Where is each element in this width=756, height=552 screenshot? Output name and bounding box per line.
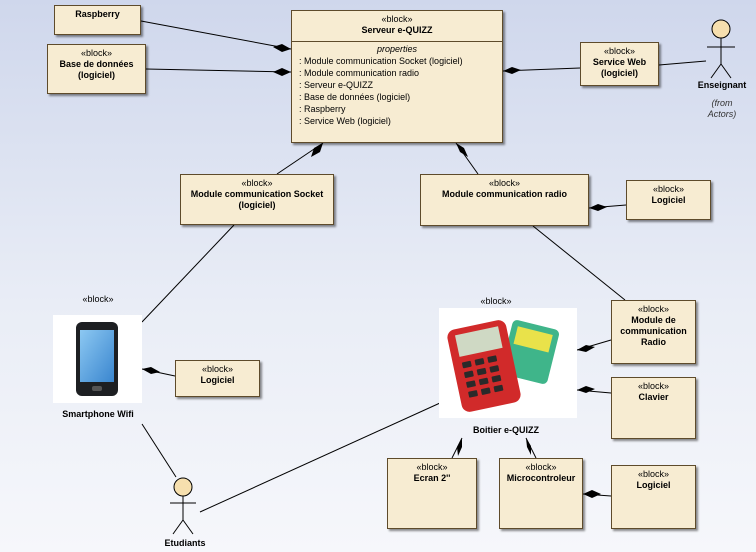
block-ecran[interactable]: «block» Ecran 2'' xyxy=(387,458,477,529)
block-socket[interactable]: «block» Module communication Socket (log… xyxy=(180,174,334,225)
block-serveur-name: Serveur e-QUIZZ xyxy=(361,25,433,35)
block-stereotype: «block» xyxy=(80,48,113,58)
diamond-smartphone-logiciel xyxy=(142,367,160,374)
diamond-logiciel-radio xyxy=(589,204,607,211)
quiz-remote-icon xyxy=(439,308,577,418)
block-microcontroleur-name: Microcontroleur xyxy=(506,473,576,483)
diamond-clavier xyxy=(577,386,595,393)
block-stereotype: «block» xyxy=(381,14,413,24)
block-database[interactable]: «block» Base de données (logiciel) xyxy=(47,44,146,94)
diamond-ecran xyxy=(457,438,462,456)
actor-icon xyxy=(170,477,196,535)
block-service-web[interactable]: «block» Service Web (logiciel) xyxy=(580,42,659,86)
diamond-moduleradio xyxy=(577,345,595,352)
block-serveur[interactable]: «block» Serveur e-QUIZZ properties : Mod… xyxy=(291,10,503,143)
diamond-database xyxy=(273,68,291,76)
link-smartphone-etudiants xyxy=(141,423,177,478)
boitier-label: Boitier e-QUIZZ xyxy=(472,425,539,435)
block-logiciel-name: Logiciel xyxy=(636,480,671,490)
block-service-web-name: Service Web (logiciel) xyxy=(592,57,647,78)
actor-enseignant-label: Enseignant xyxy=(697,80,747,90)
block-stereotype: «block» xyxy=(488,178,521,188)
block-stereotype: «block» xyxy=(637,381,670,391)
smartphone-icon xyxy=(53,315,142,403)
block-stereotype: «block» xyxy=(201,364,234,374)
actor-icon xyxy=(707,19,735,79)
diamond-micro-logiciel xyxy=(583,490,601,498)
diamond-raspberry xyxy=(273,44,291,52)
block-logiciel-name: Logiciel xyxy=(651,195,686,205)
block-raspberry-name: Raspberry xyxy=(75,9,120,19)
block-clavier-name: Clavier xyxy=(638,392,669,402)
block-stereotype: «block» xyxy=(525,462,557,472)
diamond-serviceweb xyxy=(503,67,521,74)
properties-title: properties xyxy=(376,44,418,54)
block-stereotype: «block» xyxy=(637,304,670,314)
block-database-name: Base de données (logiciel) xyxy=(59,59,134,80)
smartphone-label: Smartphone Wifi xyxy=(62,409,134,419)
diamond-socket xyxy=(311,143,323,157)
block-stereotype: «block» xyxy=(652,184,685,194)
block-microcontroleur[interactable]: «block» Microcontroleur xyxy=(499,458,583,529)
actor-enseignant-note: (from Actors) xyxy=(707,98,737,119)
property-item: : Module communication Socket (logiciel) xyxy=(299,56,463,66)
property-item: : Serveur e-QUIZZ xyxy=(299,80,374,90)
block-stereotype: «block» xyxy=(241,178,273,188)
block-stereotype: «block» xyxy=(637,469,670,479)
block-logiciel-name: Logiciel xyxy=(200,375,235,385)
link-socket-smartphone xyxy=(141,224,235,323)
link-raspberry-server xyxy=(140,20,292,50)
property-item: : Raspberry xyxy=(299,104,346,114)
link-database-server xyxy=(145,68,292,73)
property-item: : Module communication radio xyxy=(299,68,420,78)
actor-etudiants-label: Etudiants xyxy=(164,538,206,548)
property-item: : Service Web (logiciel) xyxy=(299,116,391,126)
block-module-radio[interactable]: «block» Module de communication Radio xyxy=(611,300,696,364)
diamond-radio xyxy=(456,143,468,157)
block-radio[interactable]: «block» Module communication radio xyxy=(420,174,589,226)
block-raspberry[interactable]: Raspberry xyxy=(54,5,141,35)
block-ecran-name: Ecran 2'' xyxy=(413,473,451,483)
property-item: : Base de données (logiciel) xyxy=(299,92,411,102)
properties-list: : Module communication Socket (logiciel)… xyxy=(292,55,502,127)
block-logiciel-smartphone[interactable]: «block» Logiciel xyxy=(175,360,260,397)
block-clavier[interactable]: «block» Clavier xyxy=(611,377,696,439)
block-stereotype: «block» xyxy=(416,462,448,472)
block-stereotype: «block» xyxy=(603,46,636,56)
boitier-stereotype: «block» xyxy=(480,296,512,306)
link-radio-moduleradio xyxy=(532,225,626,301)
link-enseignant-serviceweb xyxy=(658,60,707,66)
block-logiciel-radio[interactable]: «block» Logiciel xyxy=(626,180,711,220)
block-logiciel-micro[interactable]: «block» Logiciel xyxy=(611,465,696,529)
block-module-radio-name: Module de communication Radio xyxy=(620,315,687,347)
block-socket-name: Module communication Socket (logiciel) xyxy=(190,189,324,210)
diamond-micro xyxy=(526,438,531,455)
block-radio-name: Module communication radio xyxy=(441,189,567,199)
link-etudiants-boitier xyxy=(199,402,441,513)
smartphone-stereotype: «block» xyxy=(82,294,114,304)
